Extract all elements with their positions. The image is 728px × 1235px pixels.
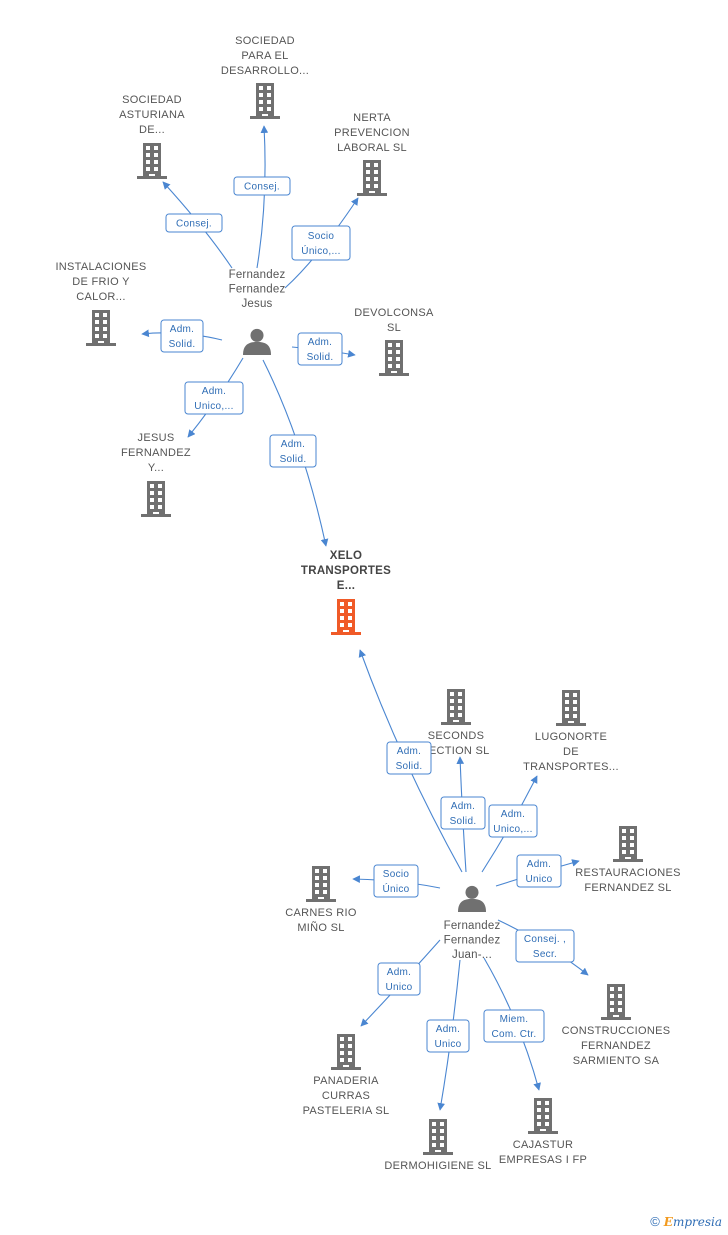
relation-tag-label: Adm.Unico: [434, 1024, 461, 1050]
relation-tag-juan-cajastur[interactable]: Miem.Com. Ctr.: [483, 1009, 545, 1043]
building-icon: [331, 1034, 361, 1070]
building-icon: [306, 866, 336, 902]
relation-tag-juan-panaderia[interactable]: Adm.Unico: [377, 962, 421, 996]
footer-brand[interactable]: © Empresia: [650, 1214, 722, 1229]
building-icon: [556, 690, 586, 726]
building-icon: [331, 599, 361, 635]
company-dermohigiene[interactable]: DERMOHIGIENE SL: [384, 1119, 491, 1172]
relation-tag-label: Adm.Unico,...: [194, 386, 233, 412]
relation-tag-label: Consej.: [176, 219, 212, 230]
person-icon: [458, 885, 486, 912]
building-icon: [379, 340, 409, 376]
relation-tag-label: Adm.Solid.: [396, 746, 423, 772]
building-icon: [528, 1098, 558, 1134]
relation-tag-juan-restauraciones[interactable]: Adm.Unico: [516, 854, 562, 888]
relation-tag-jesus-instalaciones[interactable]: Adm.Solid.: [160, 319, 204, 353]
relation-tag-jesus-sociedad-desarrollo[interactable]: Consej.: [233, 176, 291, 196]
relation-tag-jesus-sociedad-asturiana[interactable]: Consej.: [165, 213, 223, 233]
relation-tag-label: Consej. ,Secr.: [524, 934, 566, 960]
relation-tag-label: Adm.Solid.: [169, 324, 196, 350]
relation-tag-jesus-xelo[interactable]: Adm.Solid.: [269, 434, 317, 468]
building-icon: [613, 826, 643, 862]
building-icon: [137, 143, 167, 179]
relation-tag-jesus-devolconsa[interactable]: Adm.Solid.: [297, 332, 343, 366]
copyright-icon: ©: [650, 1214, 660, 1229]
building-icon: [423, 1119, 453, 1155]
building-icon: [441, 689, 471, 725]
company-label: DERMOHIGIENE SL: [384, 1160, 491, 1172]
relation-tag-label: Adm.Unico,...: [493, 809, 532, 835]
relation-tag-juan-construcciones[interactable]: Consej. ,Secr.: [515, 929, 575, 963]
person-icon: [243, 328, 271, 355]
relation-tag-label: Adm.Solid.: [307, 337, 334, 363]
relation-tag-label: Adm.Unico: [525, 859, 552, 885]
relation-tag-label: Adm.Solid.: [280, 439, 307, 465]
building-icon: [357, 160, 387, 196]
relation-tag-juan-lugonorte[interactable]: Adm.Unico,...: [488, 804, 538, 838]
relation-tag-jesus-jesus-fernandez[interactable]: Adm.Unico,...: [184, 381, 244, 415]
building-icon: [601, 984, 631, 1020]
empresia-logo: Empresia: [663, 1214, 722, 1229]
relation-tag-label: Miem.Com. Ctr.: [492, 1014, 537, 1040]
relation-tag-juan-xelo[interactable]: Adm.Solid.: [386, 741, 432, 775]
edge-jesus-sociedad-desarrollo: [256, 125, 269, 269]
relation-tag-label: Consej.: [244, 182, 280, 193]
relation-tag-label: Adm.Unico: [385, 967, 412, 993]
building-icon: [86, 310, 116, 346]
relation-tag-label: Adm.Solid.: [450, 801, 477, 827]
building-icon: [141, 481, 171, 517]
relation-tag-juan-seconds[interactable]: Adm.Solid.: [440, 796, 486, 830]
building-icon: [250, 83, 280, 119]
relation-tag-juan-dermohigiene[interactable]: Adm.Unico: [426, 1019, 470, 1053]
